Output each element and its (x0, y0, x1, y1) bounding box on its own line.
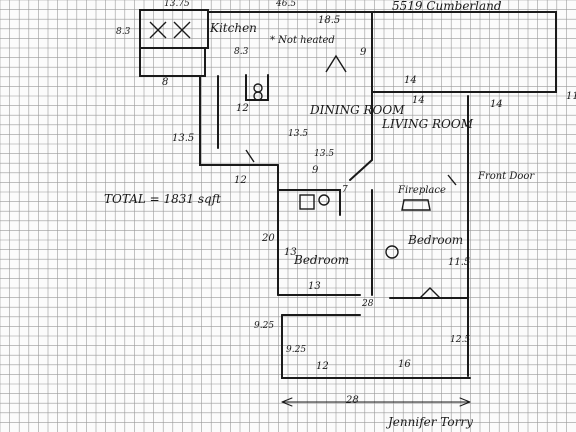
dim-label: 12 (236, 103, 249, 114)
dim-label: 28 (362, 299, 374, 309)
dim-label: 13 (308, 281, 321, 292)
dim-label: 12 (234, 175, 247, 186)
dim-label: 16 (398, 359, 411, 370)
dim-label: 12.5 (450, 335, 471, 345)
dim-label: 12 (316, 361, 329, 372)
stove-burner (253, 91, 263, 101)
sink-fixture (299, 194, 315, 210)
dim-label: 14 (490, 99, 503, 110)
burner-marks (149, 21, 191, 39)
fireplace-hearth (401, 199, 431, 211)
dim-label: 46.5 (276, 0, 297, 9)
door-swing (419, 287, 441, 299)
annex-wall (371, 11, 557, 93)
dim-label: 9.25 (286, 345, 307, 355)
dim-label: 14 (404, 75, 417, 86)
door-swing (245, 149, 255, 163)
dining-living-divider (349, 94, 373, 181)
room-label-fireplace: Fireplace (398, 185, 446, 196)
dim-label: 9.25 (254, 321, 275, 331)
room-label-kitchen: Kitchen (210, 21, 257, 35)
dim-label: 8.3 (116, 27, 131, 37)
dim-label: 9 (360, 47, 367, 58)
dim-label: 20 (262, 233, 275, 244)
dim-label: 18.5 (318, 15, 341, 26)
west-wall (199, 75, 279, 166)
washer-fixture (385, 245, 399, 259)
room-label-front-door: Front Door (478, 171, 535, 182)
dim-label: 14 (412, 95, 425, 106)
address-title: 5519 Cumberland (392, 0, 502, 13)
dim-label: 13.75 (164, 0, 190, 9)
not-heated-note: * Not heated (270, 35, 335, 46)
dim-label: 8.3 (234, 47, 249, 57)
room-label-living: LIVING ROOM (382, 117, 474, 131)
room-label-dining: DINING ROOM (310, 103, 405, 117)
total-area: TOTAL = 1831 sqft (104, 192, 221, 206)
door-swing (325, 54, 347, 73)
signature: Jennifer Torry (388, 415, 473, 429)
room-label-bedroom-2: Bedroom (408, 233, 464, 247)
hall-wall (277, 189, 341, 216)
dim-label: 9 (312, 165, 319, 176)
kitchen-walls (139, 9, 209, 77)
room-label-bedroom-1: Bedroom (294, 253, 350, 267)
dim-label: 13.5 (288, 129, 309, 139)
dim-label: 13 (284, 247, 297, 258)
toilet-fixture (318, 194, 330, 206)
dim-label: 13.5 (172, 133, 195, 144)
dim-label: 11 (566, 91, 576, 102)
kitchen-counter (245, 74, 269, 101)
dim-label: 13.5 (314, 149, 335, 159)
dim-label-overall: 28 (346, 395, 359, 406)
dim-label: 11.5 (448, 257, 471, 268)
south-block (281, 314, 471, 379)
stove-burner (253, 83, 263, 93)
dim-label: 7 (342, 185, 348, 195)
door-swing (447, 174, 457, 186)
dim-label: 8 (162, 77, 169, 88)
